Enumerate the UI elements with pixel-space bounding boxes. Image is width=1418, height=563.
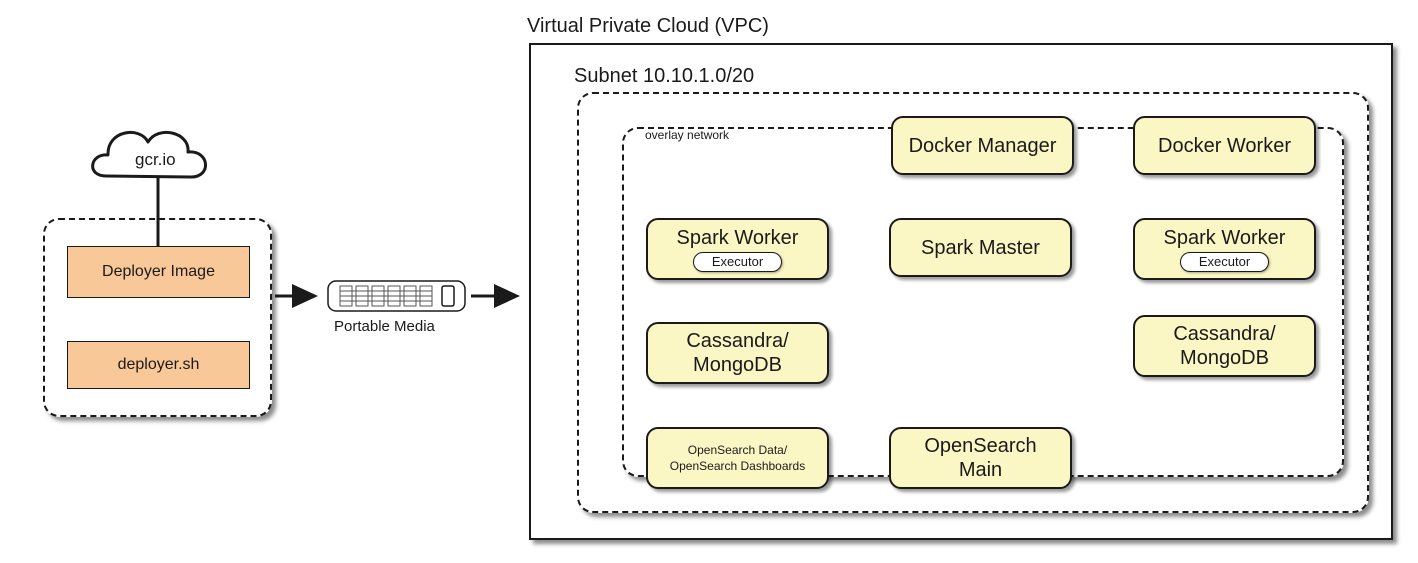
cassandra-right-line1: Cassandra/: [1173, 323, 1276, 345]
opensearch-data-line2: OpenSearch Dashboards: [669, 459, 806, 473]
executor-right-pill: Executor: [1179, 251, 1270, 273]
docker-manager-label: Docker Manager: [908, 134, 1057, 157]
spark-worker-left-label: Spark Worker: [676, 226, 799, 249]
overlay-network-container: [622, 127, 1344, 477]
portable-media-icon: [327, 280, 466, 312]
deployer-image-box: Deployer Image: [67, 246, 250, 298]
portable-media-label: Portable Media: [334, 318, 435, 335]
cassandra-right-line2: MongoDB: [1180, 347, 1269, 369]
overlay-network-label: overlay network: [645, 128, 730, 142]
registry-label: gcr.io: [135, 150, 176, 169]
subnet-title: Subnet 10.10.1.0/20: [574, 65, 755, 87]
arrow-to-vpc-head: [494, 284, 520, 308]
opensearch-main-line2: Main: [958, 459, 1003, 481]
opensearch-main-node: OpenSearch Main: [889, 427, 1072, 489]
opensearch-main-line1: OpenSearch: [924, 435, 1037, 457]
arrow-to-media-head: [292, 284, 318, 308]
docker-worker-label: Docker Worker: [1158, 134, 1291, 157]
executor-left-pill: Executor: [692, 251, 783, 273]
spark-worker-right-node: Spark Worker Executor: [1133, 218, 1316, 280]
opensearch-data-line1: OpenSearch Data/: [687, 442, 788, 457]
opensearch-data-node: OpenSearch Data/ OpenSearch Dashboards: [646, 427, 829, 489]
deployer-script-label: deployer.sh: [117, 356, 200, 373]
deployer-script-box: deployer.sh: [67, 341, 250, 389]
spark-master-label: Spark Master: [921, 236, 1040, 259]
cassandra-left-line2: MongoDB: [693, 354, 782, 376]
cassandra-left-line1: Cassandra/: [686, 330, 789, 352]
spark-master-node: Spark Master: [889, 218, 1072, 277]
docker-worker-node: Docker Worker: [1133, 116, 1316, 175]
vpc-title: Virtual Private Cloud (VPC): [527, 15, 769, 37]
spark-worker-right-label: Spark Worker: [1163, 226, 1286, 249]
deployer-image-label: Deployer Image: [102, 263, 215, 280]
cassandra-left-node: Cassandra/ MongoDB: [646, 322, 829, 384]
cassandra-right-node: Cassandra/ MongoDB: [1133, 315, 1316, 377]
spark-worker-left-node: Spark Worker Executor: [646, 218, 829, 280]
docker-manager-node: Docker Manager: [891, 116, 1074, 175]
